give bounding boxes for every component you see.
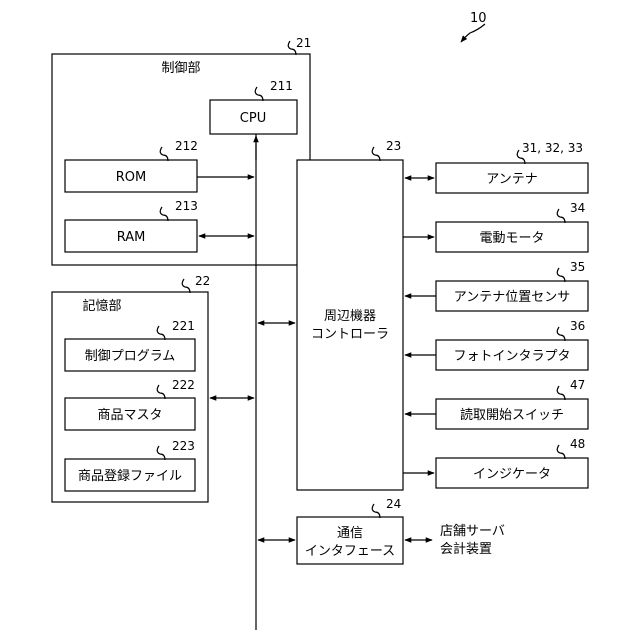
communication-interface-label-line2: インタフェース [305,544,395,559]
external-line1: 店舗サーバ [440,524,505,539]
device-leader-indicator [557,445,565,459]
device-ref-antenna-position-sensor: 35 [570,260,585,274]
peripheral-controller-box [297,160,403,490]
rom-label: ROM [116,170,146,185]
rom-ref: 212 [175,139,198,153]
figure-ref-label: 10 [470,11,487,26]
external-line2: 会計装置 [440,541,492,557]
device-ref-antenna: 31, 32, 33 [522,141,583,155]
ram-label: RAM [117,230,146,245]
communication-interface-label-line1: 通信 [337,526,363,541]
peripheral-controller-ref: 23 [386,139,401,153]
product-registration-file-label: 商品登録ファイル [78,469,182,484]
device-label-antenna-position-sensor: アンテナ位置センサ [454,290,570,305]
peripheral-controller-label-line2: コントローラ [311,327,389,342]
product-master-label: 商品マスタ [97,408,162,423]
communication-interface-ref: 24 [386,497,401,511]
product-master-ref: 222 [172,378,195,392]
communication-interface-leader [372,504,380,518]
storage-unit-leader [182,279,190,293]
device-ref-read-start-switch: 47 [570,378,585,392]
device-leader-photo-interrupter [557,327,565,341]
control-unit-title: 制御部 [161,61,200,76]
storage-unit-ref: 22 [195,274,210,288]
figure-ref-arrow [461,24,485,42]
ram-ref: 213 [175,199,198,213]
cpu-ref: 211 [270,79,293,93]
control-program-label: 制御プログラム [85,349,176,364]
device-label-photo-interrupter: フォトインタラプタ [453,349,570,364]
peripheral-controller-leader [372,147,380,161]
device-ref-photo-interrupter: 36 [570,319,585,333]
peripheral-controller-label-line1: 周辺機器 [324,309,376,324]
product-registration-file-ref: 223 [172,439,195,453]
device-label-antenna: アンテナ [486,172,537,187]
device-leader-antenna-position-sensor [557,268,565,282]
storage-unit-title: 記憶部 [82,298,121,314]
control-unit-ref: 21 [296,36,311,50]
control-program-ref: 221 [172,319,195,333]
device-ref-indicator: 48 [570,437,585,451]
device-leader-electric-motor [557,209,565,223]
control-unit-leader [288,41,296,55]
device-leader-read-start-switch [557,386,565,400]
device-label-indicator: インジケータ [473,467,551,482]
device-label-read-start-switch: 読取開始スイッチ [460,407,564,423]
cpu-label: CPU [240,111,266,126]
device-ref-electric-motor: 34 [570,201,585,215]
device-label-electric-motor: 電動モータ [479,231,544,246]
